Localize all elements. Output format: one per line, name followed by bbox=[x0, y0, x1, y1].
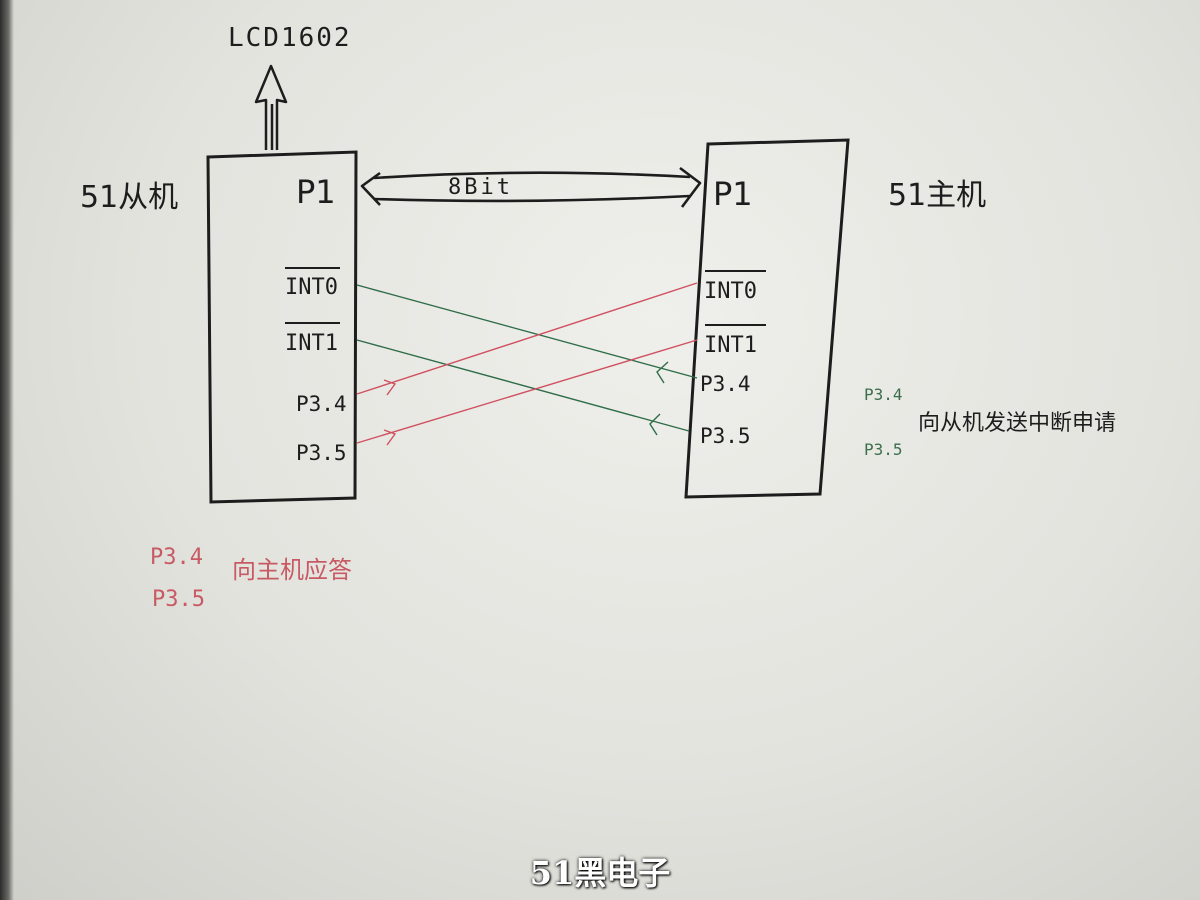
wire-slave-p34-to-master-int0 bbox=[356, 282, 698, 395]
master-pin-p34-label: P3.4 bbox=[700, 372, 751, 396]
wire-slave-int1-to-master-p35 bbox=[356, 339, 690, 432]
slave-pin-int0-label: INT0 bbox=[285, 275, 338, 300]
wire-slave-int0-to-master-p34 bbox=[356, 284, 698, 379]
master-note-text: 向从机发送中断申请 bbox=[918, 411, 1116, 436]
slave-note-pin-2: P3.5 bbox=[152, 587, 205, 612]
slave-pin-int1-label: INT1 bbox=[285, 331, 338, 356]
bus-double-arrow bbox=[360, 166, 702, 208]
slave-note-text: 向主机应答 bbox=[232, 556, 352, 584]
slave-pin-int0: INT0 bbox=[285, 267, 340, 300]
slave-note-pin-1: P3.4 bbox=[150, 545, 203, 570]
bus-label: 8Bit bbox=[448, 175, 513, 200]
lcd-label: LCD1602 bbox=[228, 23, 352, 53]
paper-edge-shadow bbox=[0, 0, 14, 900]
master-pin-int1: INT1 bbox=[704, 324, 766, 358]
wire-slave-p35-to-master-int1 bbox=[356, 339, 698, 444]
red-arrowhead-p35 bbox=[383, 429, 397, 446]
master-pin-p35-label: P3.5 bbox=[700, 424, 751, 448]
slave-pin-p34-label: P3.4 bbox=[296, 392, 347, 416]
master-port-label: P1 bbox=[713, 175, 753, 213]
master-request-note: P3.4 P3.5 向从机发送中断申请 bbox=[864, 385, 1116, 459]
master-pin-int1-label: INT1 bbox=[704, 333, 757, 358]
master-pin-int0-label: INT0 bbox=[704, 279, 757, 304]
slave-title: 51从机 bbox=[80, 180, 178, 215]
slave-pin-int1: INT1 bbox=[285, 322, 340, 356]
slave-port-label: P1 bbox=[296, 173, 336, 211]
red-arrowhead-p34 bbox=[383, 379, 397, 396]
master-title: 51主机 bbox=[888, 178, 986, 213]
green-wires bbox=[356, 284, 698, 436]
slave-chip-box bbox=[206, 150, 358, 504]
green-arrowhead-p34 bbox=[656, 361, 669, 384]
slave-reply-note: P3.4 P3.5 向主机应答 bbox=[150, 545, 352, 612]
red-wires bbox=[356, 282, 698, 446]
master-note-pin-2: P3.5 bbox=[864, 440, 903, 459]
slave-pin-p35-label: P3.5 bbox=[296, 441, 347, 465]
watermark-text: 51黑电子 bbox=[529, 854, 671, 892]
lcd-up-arrow bbox=[254, 64, 288, 150]
master-pin-int0: INT0 bbox=[704, 270, 766, 304]
green-arrowhead-p35 bbox=[649, 413, 661, 436]
master-chip-box bbox=[684, 138, 850, 499]
master-note-pin-1: P3.4 bbox=[864, 385, 903, 404]
